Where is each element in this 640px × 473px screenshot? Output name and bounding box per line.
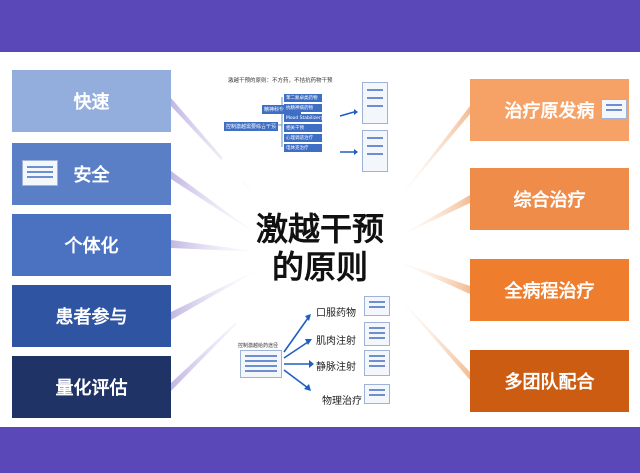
principle-label-6: 治疗原发病	[504, 101, 595, 122]
ray-2	[171, 171, 265, 240]
central-title-line2: 的原则	[271, 248, 368, 286]
document-icon	[362, 82, 388, 124]
document-icon	[601, 99, 627, 119]
route-intravenous: 静脉注射	[316, 362, 356, 373]
ray-1	[171, 98, 268, 210]
central-title: 激越干预 的原则	[240, 210, 400, 286]
principle-box-1: 快速	[12, 70, 171, 132]
principle-label-5: 量化评估	[55, 378, 128, 399]
principle-box-8: 全病程治疗	[470, 259, 629, 321]
principle-label-1: 快速	[73, 92, 110, 113]
principle-label-7: 综合治疗	[513, 190, 586, 211]
tree-item-6: 电休克治疗	[284, 144, 322, 152]
ray-9	[392, 290, 470, 380]
document-icon	[364, 350, 390, 376]
tree-root-node: 控制激越需要综合干预	[224, 122, 279, 131]
tree-item-3: Mood Stabilizer合并应用	[284, 114, 322, 122]
routes-root-label: 控制激越给药途径	[238, 343, 279, 349]
route-oral: 口服药物	[316, 308, 356, 319]
tree-item-4: 相关干预	[284, 124, 322, 132]
principle-label-3: 个体化	[64, 236, 119, 257]
top-thumbnail-arrows	[260, 97, 358, 155]
principle-box-2: 安全	[12, 143, 171, 205]
ray-4	[171, 266, 265, 320]
principle-label-9: 多团队配合	[504, 372, 595, 393]
principle-box-5: 量化评估	[12, 356, 171, 418]
document-icon	[240, 350, 282, 378]
principle-box-6: 治疗原发病	[470, 79, 629, 141]
central-title-line1: 激越干预	[255, 210, 384, 248]
bottom-thumbnail: 控制激越给药途径 口服药物 肌肉注射 静脉注射 物理治疗	[236, 292, 392, 417]
document-icon	[364, 296, 390, 316]
ray-3	[171, 240, 262, 252]
tree-item-5: 心理调适治疗	[284, 134, 322, 142]
document-icon	[364, 322, 390, 346]
connector-rays	[171, 98, 470, 391]
principle-box-4: 患者参与	[12, 285, 171, 347]
document-icon	[22, 160, 58, 186]
principle-box-7: 综合治疗	[470, 168, 629, 230]
principle-label-4: 患者参与	[55, 307, 128, 328]
route-physical: 物理治疗	[322, 396, 362, 407]
ray-6	[392, 106, 470, 207]
principle-box-3: 个体化	[12, 214, 171, 276]
document-icon	[362, 130, 388, 172]
principle-label-8: 全病程治疗	[504, 281, 595, 302]
routes-arrows	[283, 314, 314, 391]
top-thumbnail: 激越干预的原则：不方药，不拮抗药物干预 控制激越需要综合干预 精神科专业治疗 苯…	[222, 72, 390, 182]
tree-branch-node: 精神科专业治疗	[262, 105, 302, 114]
ray-7	[396, 195, 470, 238]
slide: 快速 安全 个体化 患者参与 量化评估 治疗原发病 综合治疗 全病程治疗 多团队…	[0, 52, 640, 427]
tree-item-2: 抗精神病药物	[284, 104, 322, 112]
route-intramuscular: 肌肉注射	[316, 336, 356, 347]
document-icon	[364, 384, 390, 404]
ray-8	[394, 260, 470, 294]
principle-box-9: 多团队配合	[470, 350, 629, 412]
top-thumbnail-title: 激越干预的原则：不方药，不拮抗药物干预	[228, 78, 333, 84]
principle-label-2: 安全	[73, 165, 110, 186]
tree-item-1: 苯二氮卓类药物	[284, 94, 322, 102]
